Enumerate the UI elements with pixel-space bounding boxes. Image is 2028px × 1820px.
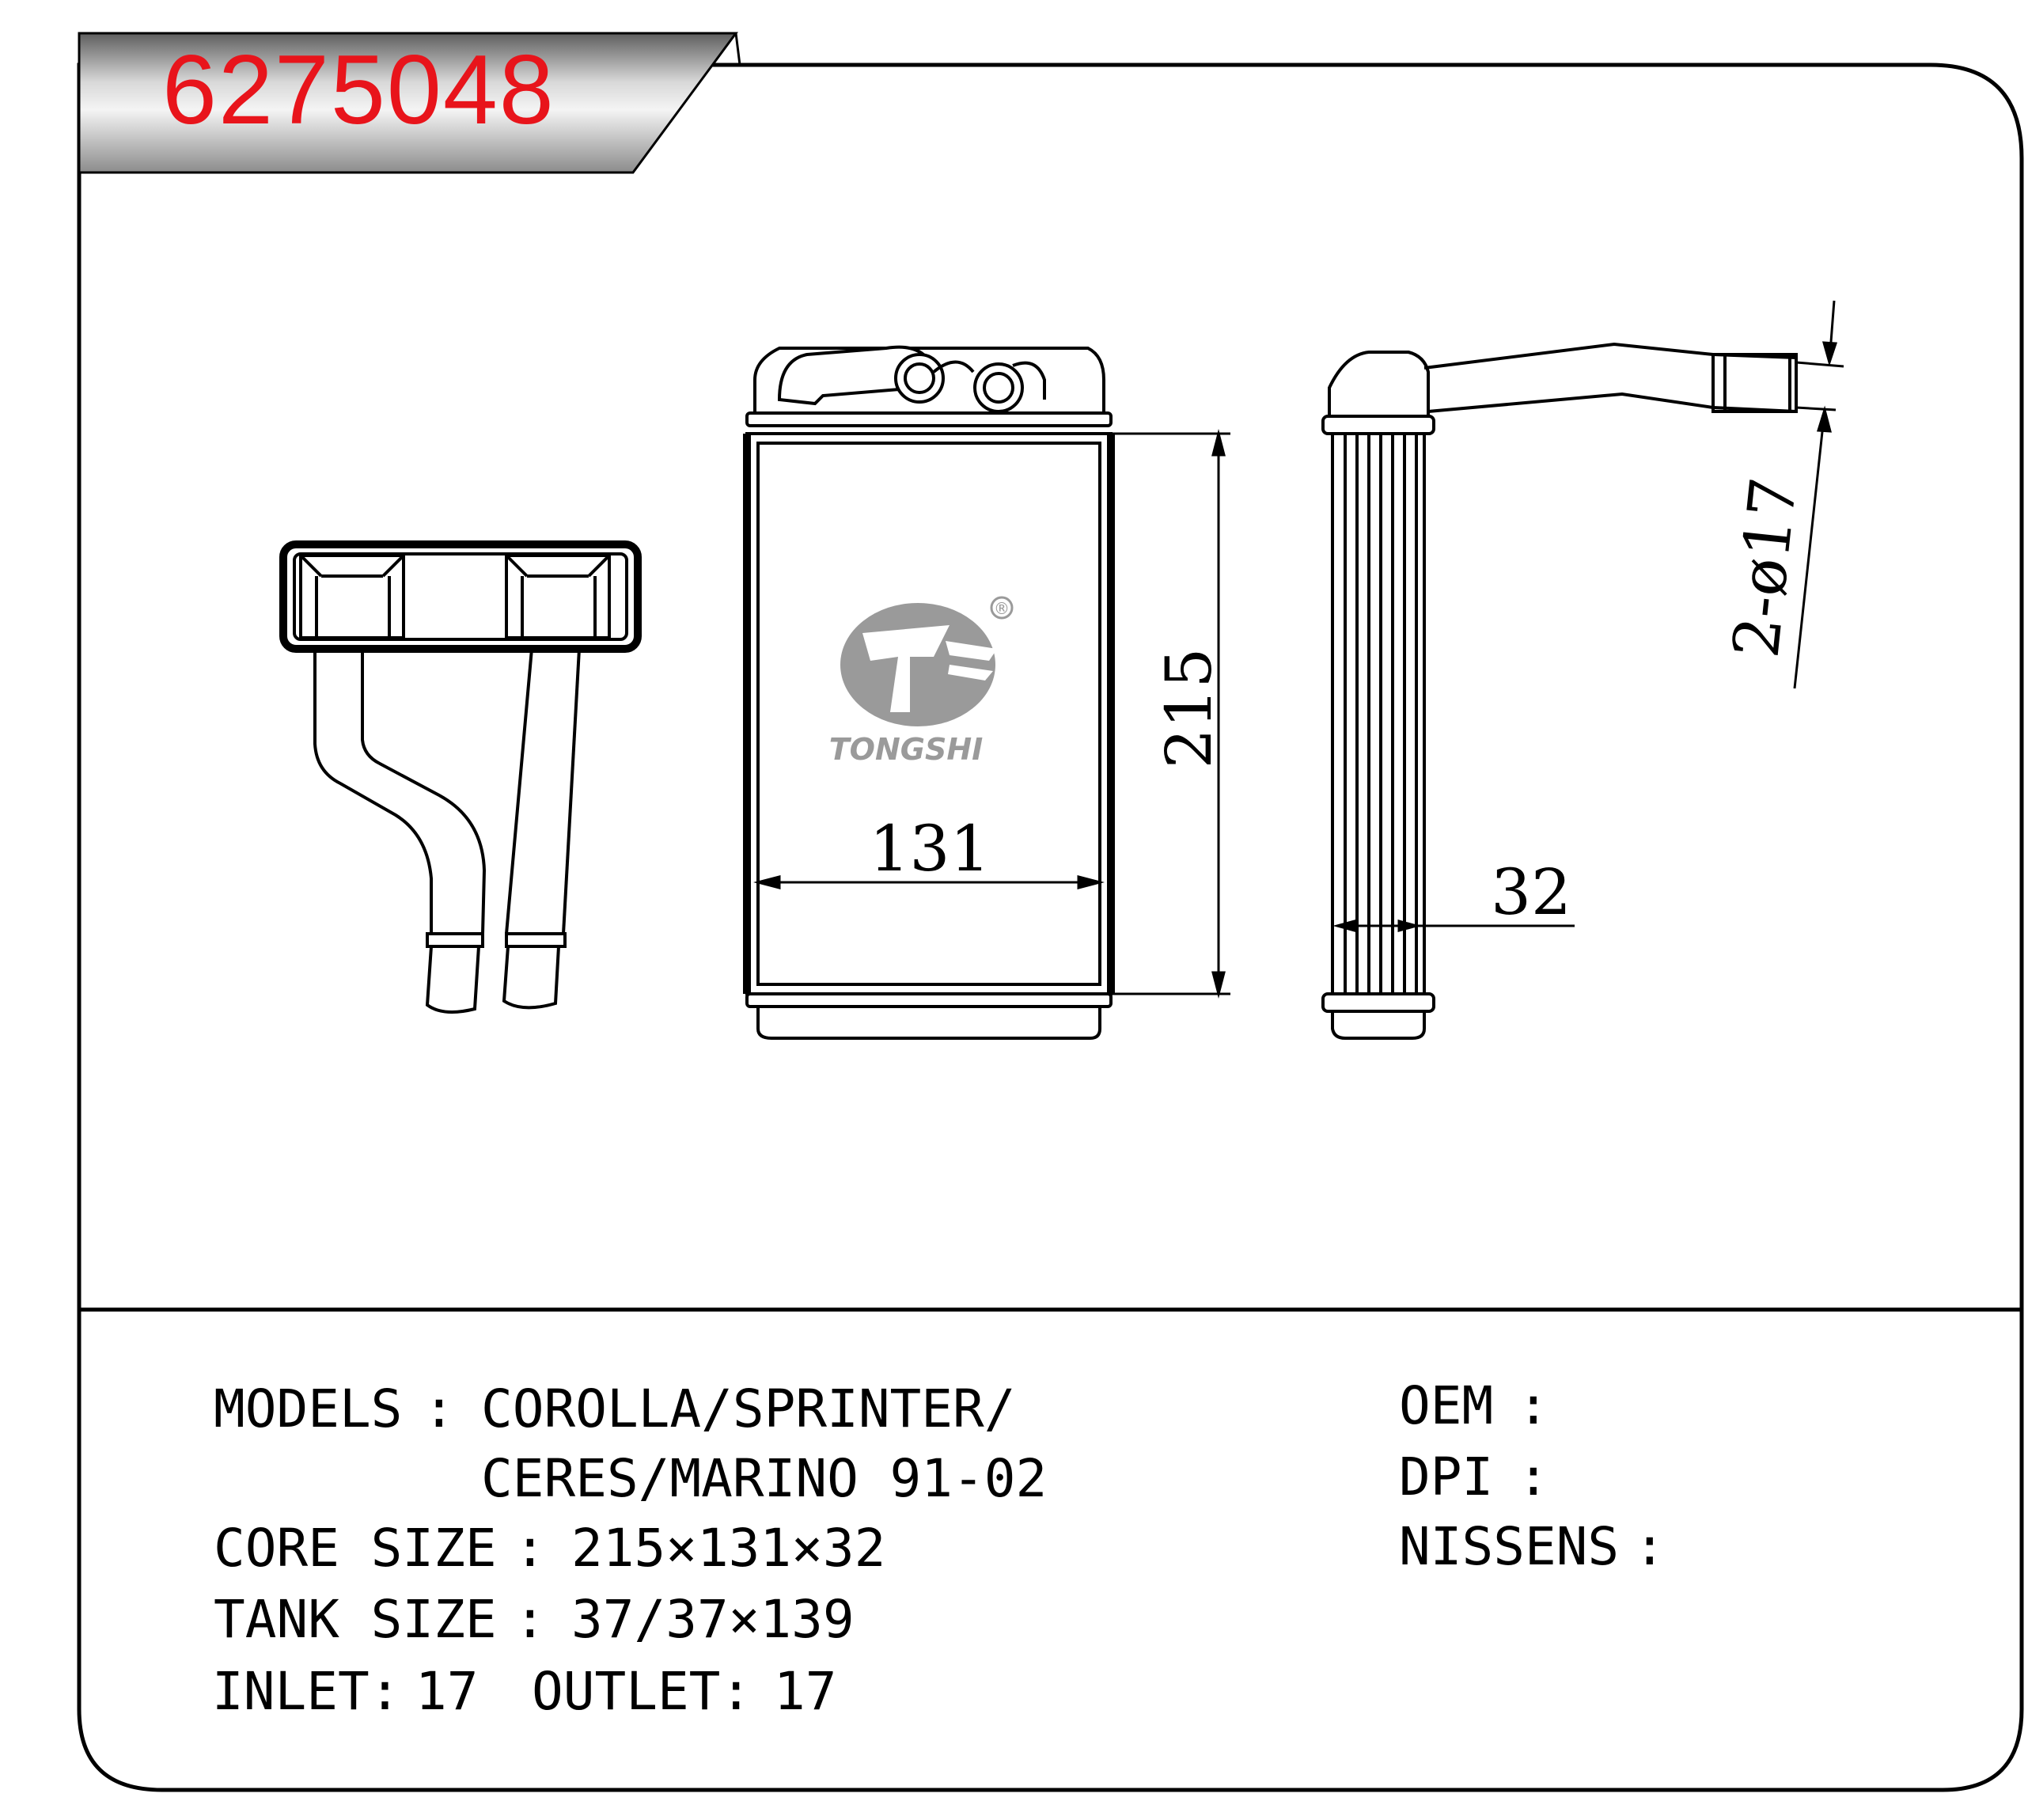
outlet-value: 17 [774,1661,837,1722]
nissens-label: NISSENS [1399,1516,1620,1577]
oem-separator: : [1518,1375,1549,1436]
width-dimension [753,875,1105,889]
height-dimension [1111,429,1230,999]
models-separator: : [423,1378,455,1439]
sheet-frame [77,63,2024,1792]
models-line-1: COROLLA/SPRINTER/ [481,1378,1016,1439]
models-label: MODELS [214,1378,403,1439]
dpi-label: DPI [1399,1447,1494,1507]
pipe-dimension [1793,300,1844,689]
tongshi-logo: ® TONGSHI [829,596,1014,767]
tank-size-separator: : [514,1589,546,1650]
core-size-value: 215×131×32 [571,1518,886,1579]
width-dimension-label: 131 [870,812,991,885]
registered-mark: ® [994,599,1010,618]
brand-name: TONGSHI [829,732,984,767]
nissens-separator: : [1634,1516,1666,1577]
depth-dimension-label: 32 [1491,855,1571,929]
inlet-label: INLET: [212,1661,401,1722]
outlet-label: OUTLET: [532,1661,752,1722]
front-view [743,345,1115,1040]
top-view [279,540,642,1014]
models-line-2: CERES/MARINO 91-02 [481,1448,1048,1509]
banner-shadow [734,32,741,66]
dpi-separator: : [1518,1447,1549,1507]
pipe-dimension-label: 2-ø17 [1719,474,1810,661]
part-number: 6275048 [162,36,555,145]
tank-size-label: TANK SIZE [214,1589,497,1650]
tank-size-value: 37/37×139 [571,1589,855,1650]
core-size-label: CORE SIZE [214,1518,497,1579]
side-view [1321,342,1798,1040]
part-number-banner [78,32,738,174]
depth-dimension [1332,919,1575,932]
inlet-value: 17 [415,1661,479,1722]
oem-label: OEM [1399,1375,1494,1436]
height-dimension-label: 215 [1152,648,1226,769]
core-size-separator: : [514,1518,546,1579]
